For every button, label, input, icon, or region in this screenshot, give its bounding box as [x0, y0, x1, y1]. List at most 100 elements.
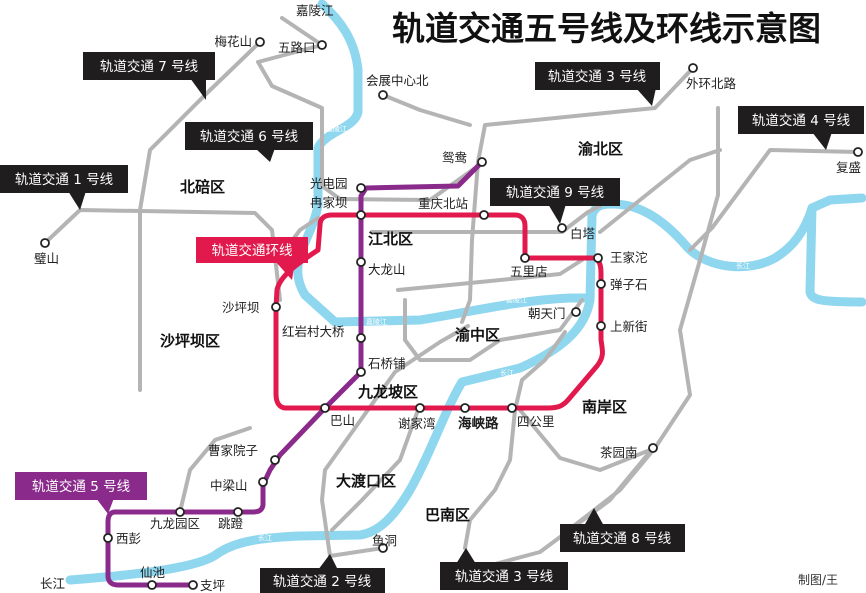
map-title: 轨道交通五号线及环线示意图	[392, 9, 821, 48]
district-labels: 渝北区 北碚区 江北区 沙坪坝区 渝中区 九龙坡区 南岸区 大渡口区 巴南区	[160, 140, 627, 524]
station-label-waihuanbeilu: 外环北路	[686, 76, 737, 91]
callout-pointer	[68, 191, 86, 210]
station-marker-chongqingbeizhan[interactable]	[479, 210, 489, 220]
station-marker-yuanyang[interactable]	[477, 157, 487, 167]
station-markers	[40, 37, 863, 590]
station-marker-shapingba[interactable]	[271, 302, 281, 312]
callout-line6: 轨道交通 6 号线	[185, 122, 313, 162]
station-marker-shangxinjie[interactable]	[596, 321, 606, 331]
station-label-zhongliangshan: 中梁山	[210, 478, 248, 493]
callout-pointer	[548, 204, 566, 224]
river-tag-jialing-3: 嘉陵江	[506, 295, 527, 304]
station-marker-shiqiaopu[interactable]	[356, 367, 366, 377]
callout-line7: 轨道交通 7 号线	[83, 52, 215, 100]
line3-route-south	[463, 330, 567, 550]
station-label-shapingba: 沙坪坝	[222, 300, 260, 315]
station-label-chongqingbeizhan: 重庆北站	[418, 196, 468, 211]
callout-box	[0, 165, 128, 193]
river-tag-yangtze-3: 长江	[258, 533, 272, 542]
callout-line4: 轨道交通 4 号线	[738, 106, 864, 150]
station-marker-jiulongyuanqu[interactable]	[175, 507, 185, 517]
station-marker-wangjiatuo[interactable]	[593, 253, 603, 263]
station-marker-chayuannan[interactable]	[648, 443, 658, 453]
station-marker-zhiping[interactable]	[188, 580, 198, 590]
callout-line6-label: 轨道交通 6 号线	[200, 128, 298, 145]
station-marker-zhongliangshan[interactable]	[258, 477, 268, 487]
outer-ring-route	[573, 106, 720, 527]
station-label-wulukou: 五路口	[278, 40, 316, 55]
callout-pointer	[190, 78, 206, 100]
station-label-meihuashan: 梅花山	[214, 34, 252, 49]
line6-route	[256, 16, 480, 202]
station-label-bashan: 巴山	[330, 413, 355, 428]
station-label-caojiayuanzi: 曹家院子	[208, 443, 258, 458]
callout-box	[490, 178, 620, 206]
callout-line2-label: 轨道交通 2 号线	[273, 573, 371, 590]
yangtze-river-south	[65, 295, 595, 585]
station-label-dalongshan: 大龙山	[368, 262, 406, 277]
station-marker-caojiayuanzi[interactable]	[270, 455, 280, 465]
inner-route-h	[178, 426, 252, 514]
callout-line3-top: 轨道交通 3 号线	[535, 62, 660, 106]
callout-box	[196, 237, 308, 263]
inner-route-a	[370, 204, 602, 234]
station-marker-wulukou[interactable]	[317, 40, 327, 50]
callout-line3-bottom-label: 轨道交通 3 号线	[455, 568, 553, 585]
callout-line2: 轨道交通 2 号线	[260, 554, 385, 593]
callout-line4-label: 轨道交通 4 号线	[752, 112, 850, 129]
river-tag-jialing-1: 嘉陵江	[326, 124, 347, 133]
callout-pointer	[812, 132, 832, 150]
station-marker-yudong[interactable]	[378, 543, 388, 553]
station-marker-guangdianyuan[interactable]	[356, 183, 366, 193]
callout-line8-label: 轨道交通 8 号线	[573, 530, 671, 547]
station-label-xianchi: 仙池	[140, 565, 166, 580]
station-marker-hongyancun[interactable]	[356, 333, 366, 343]
station-marker-tiaodeng[interactable]	[233, 507, 243, 517]
station-marker-waihuanbeilu[interactable]	[688, 63, 698, 73]
station-label-guangdianyuan: 光电园	[310, 176, 348, 191]
callout-line7-label: 轨道交通 7 号线	[100, 58, 198, 75]
inner-route-d	[330, 408, 420, 532]
callout-pointer	[275, 261, 295, 280]
loop-line-route	[273, 212, 605, 411]
station-label-sigongli: 四公里	[517, 414, 555, 429]
callout-box	[560, 524, 685, 552]
station-label-chayuannan: 茶园南	[600, 445, 638, 460]
callout-line3-bottom: 轨道交通 3 号线	[440, 548, 568, 590]
inner-route-f	[598, 148, 722, 234]
station-marker-xiejiawan[interactable]	[415, 403, 425, 413]
station-label-yuanyang: 鸳鸯	[442, 150, 468, 165]
station-label-shiqiaopu: 石桥铺	[368, 356, 406, 371]
station-marker-huizhan[interactable]	[378, 90, 388, 100]
station-marker-fusheng[interactable]	[853, 147, 863, 157]
district-dadukou: 大渡口区	[336, 472, 396, 490]
callout-line9: 轨道交通 9 号线	[490, 178, 620, 224]
district-yubei: 渝北区	[578, 140, 623, 158]
station-label-xipeng: 西彭	[116, 531, 142, 546]
station-marker-dalongshan[interactable]	[356, 257, 366, 267]
station-marker-ranjiaba[interactable]	[356, 210, 366, 220]
station-label-yudong: 鱼洞	[372, 533, 397, 548]
line7-route	[138, 40, 262, 392]
rivers	[65, 0, 866, 585]
station-marker-xianchi[interactable]	[147, 580, 157, 590]
callout-line1-label: 轨道交通 1 号线	[15, 171, 113, 188]
station-labels: 梅花山 五路口 会展中心北 外环北路 复盛 鸳鸯 光电园 冉家坝 重庆北站 白塔…	[34, 34, 861, 593]
station-marker-xipeng[interactable]	[103, 533, 113, 543]
station-marker-chaotianmen[interactable]	[571, 307, 581, 317]
callout-box	[185, 122, 313, 150]
station-marker-sigongli[interactable]	[507, 403, 517, 413]
station-marker-meihuashan[interactable]	[255, 37, 265, 47]
station-marker-haixialu[interactable]	[460, 403, 470, 413]
station-label-tiaodeng: 跳蹬	[218, 516, 244, 531]
station-marker-danzishi[interactable]	[596, 279, 606, 289]
station-marker-bashan[interactable]	[320, 403, 330, 413]
line5-route	[105, 159, 485, 588]
station-marker-wulidian[interactable]	[520, 253, 530, 263]
district-nanan: 南岸区	[582, 398, 627, 416]
station-marker-bishan[interactable]	[40, 238, 50, 248]
callout-box	[260, 568, 385, 593]
station-marker-baita[interactable]	[557, 223, 567, 233]
station-label-chaotianmen: 朝天门	[528, 306, 566, 321]
